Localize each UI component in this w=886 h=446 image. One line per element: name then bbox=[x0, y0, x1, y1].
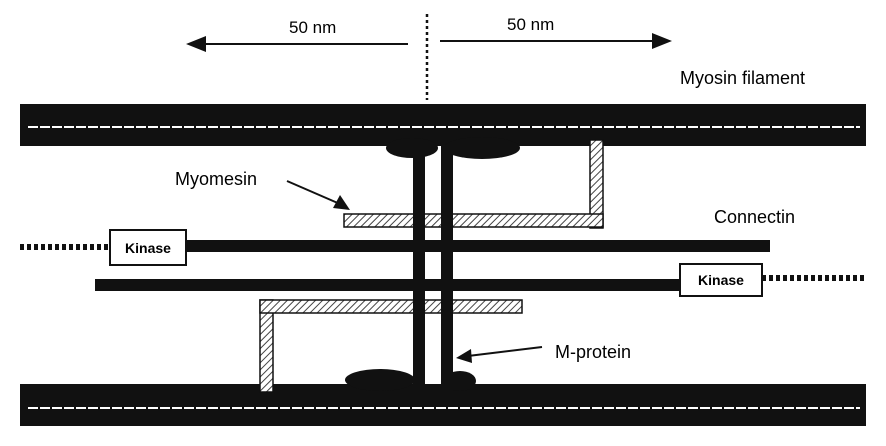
right-distance-label: 50 nm bbox=[507, 15, 554, 34]
left-distance-label: 50 nm bbox=[289, 18, 336, 37]
right-distance-arrow bbox=[440, 33, 672, 49]
kinase-left-label: Kinase bbox=[125, 240, 171, 256]
m-protein-bar-left bbox=[413, 146, 425, 392]
m-protein-label: M-protein bbox=[555, 342, 631, 362]
myomesin-upper bbox=[343, 139, 604, 229]
kinase-right-label: Kinase bbox=[698, 272, 744, 288]
myomesin-pointer-arrow bbox=[286, 180, 350, 210]
myosin-filament-top bbox=[20, 104, 866, 146]
left-distance-arrow bbox=[186, 36, 408, 52]
m-protein-bar-right bbox=[441, 146, 453, 392]
connectin-upper bbox=[20, 240, 770, 252]
connectin-lower bbox=[95, 275, 866, 291]
myosin-filament-label: Myosin filament bbox=[680, 68, 805, 88]
kinase-box-right: Kinase bbox=[679, 263, 763, 297]
kinase-box-left: Kinase bbox=[109, 229, 187, 266]
m-protein-pointer-arrow bbox=[456, 346, 543, 363]
attachment-ellipse-top-right bbox=[444, 137, 520, 159]
attachment-ellipse-bottom-left bbox=[345, 369, 415, 391]
myomesin-label: Myomesin bbox=[175, 169, 257, 189]
myomesin-lower bbox=[259, 299, 523, 393]
connectin-label: Connectin bbox=[714, 207, 795, 227]
attachment-ellipse-top-left bbox=[386, 138, 438, 158]
